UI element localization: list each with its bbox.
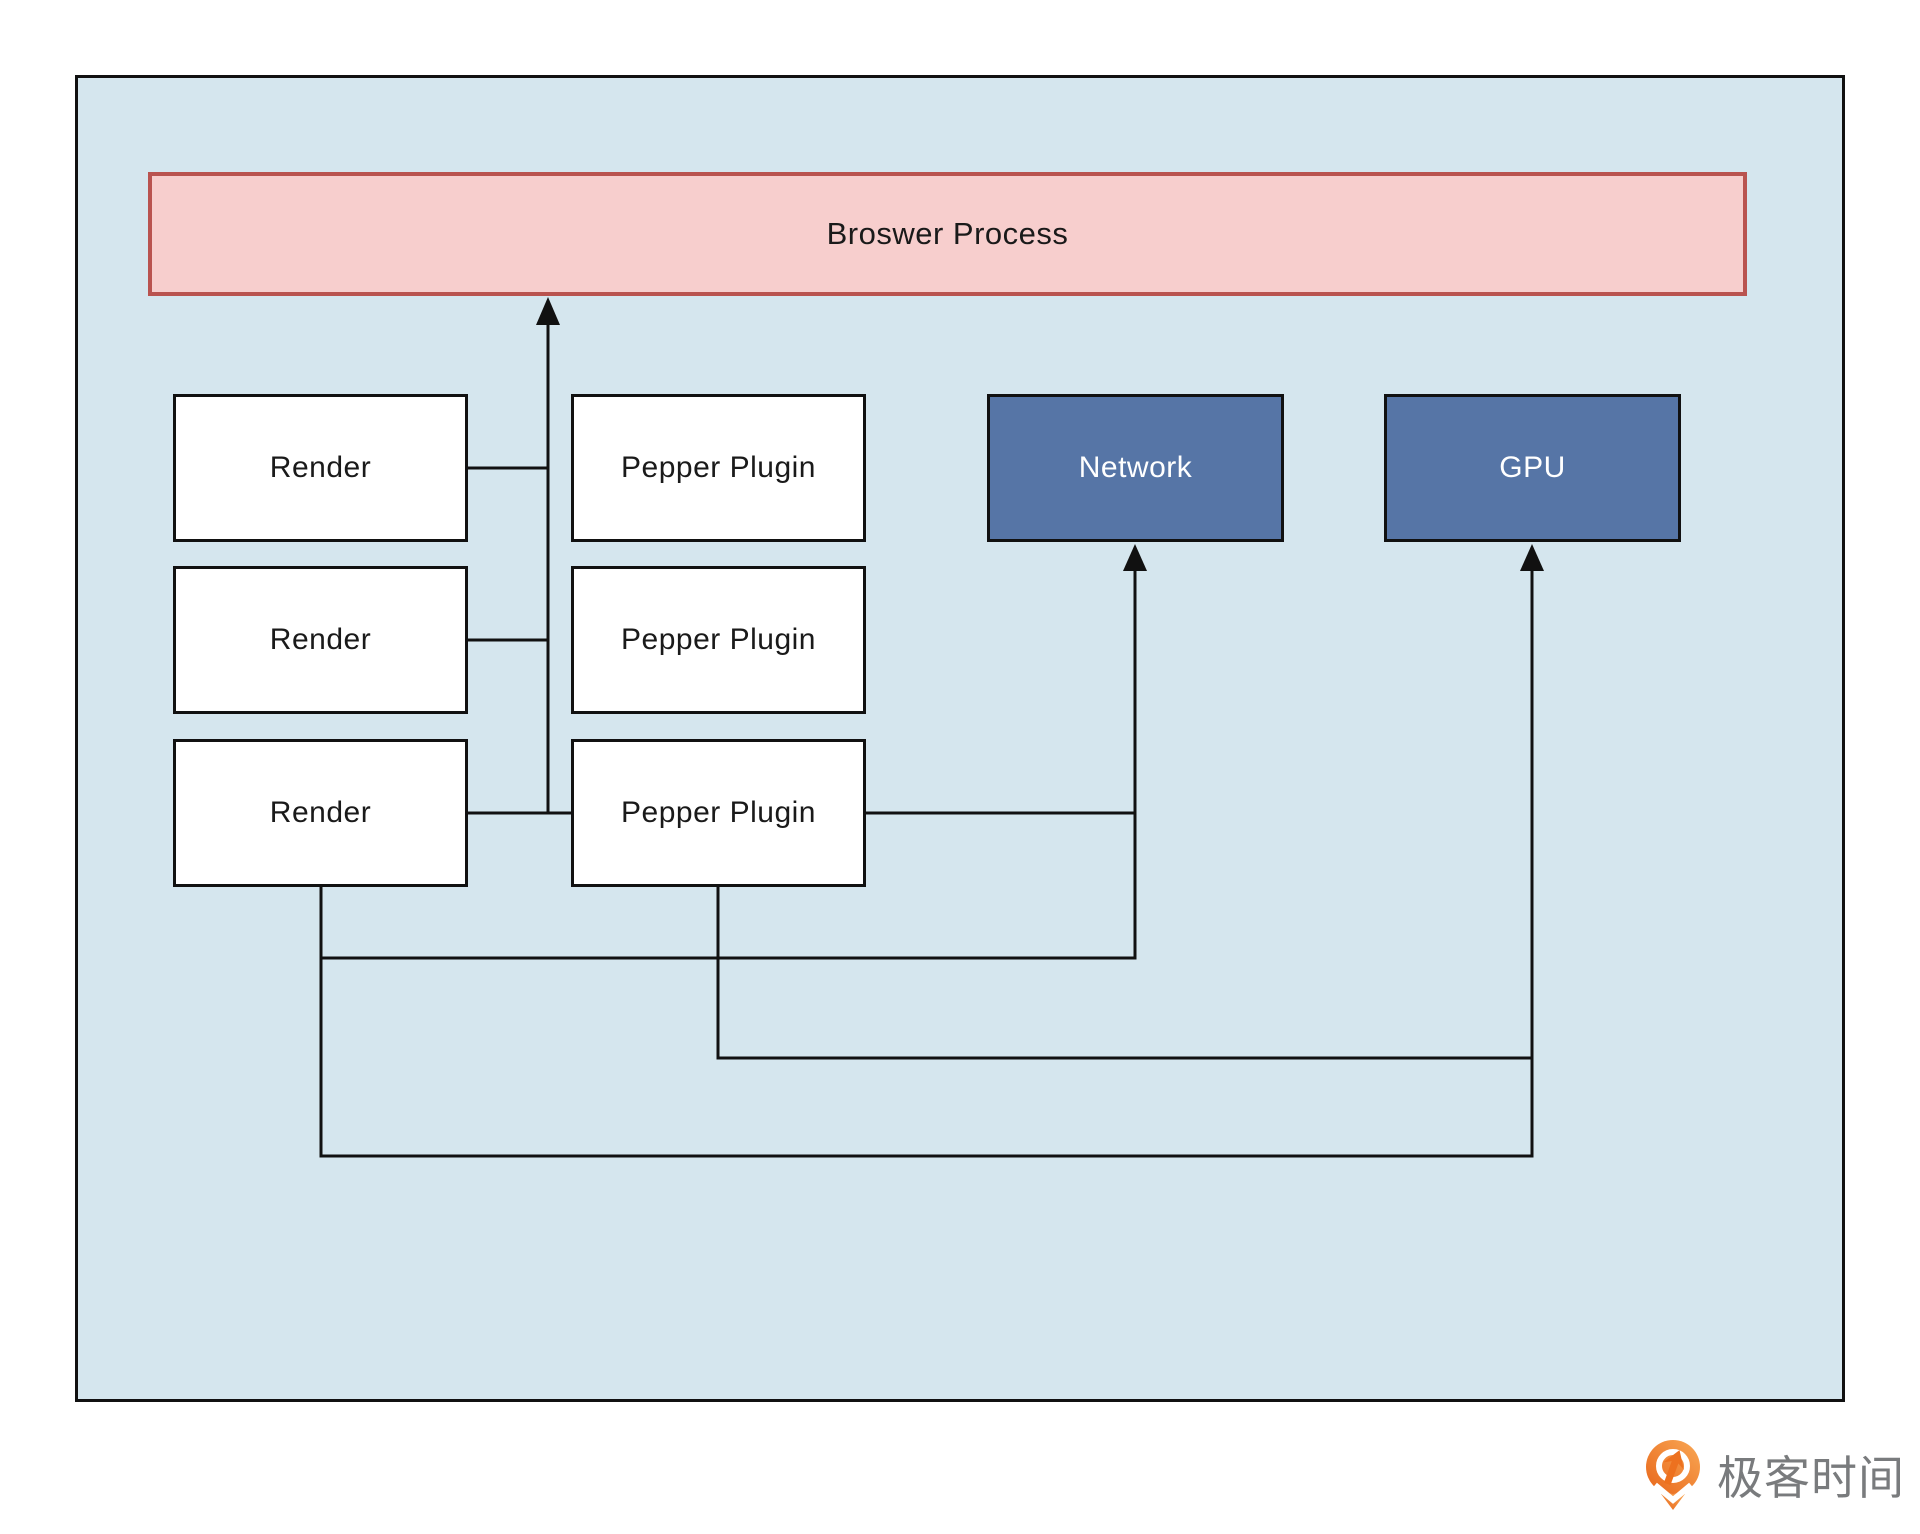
- network-label: Network: [1078, 451, 1193, 484]
- geektime-pin-icon: [1646, 1440, 1700, 1510]
- render-box-1: Render: [173, 394, 468, 542]
- diagram-canvas: [75, 75, 1845, 1402]
- pepper-plugin-label-1: Pepper Plugin: [621, 451, 816, 484]
- pepper-plugin-box-1: Pepper Plugin: [571, 394, 866, 542]
- render-label-1: Render: [269, 451, 372, 484]
- browser-process-label: Broswer Process: [826, 216, 1069, 251]
- pepper-plugin-label-2: Pepper Plugin: [621, 623, 816, 656]
- browser-process-box: Broswer Process: [148, 172, 1747, 296]
- brand-watermark: 极客时间: [1643, 1436, 1905, 1514]
- gpu-label: GPU: [1499, 451, 1566, 484]
- render-box-2: Render: [173, 566, 468, 714]
- pepper-plugin-box-2: Pepper Plugin: [571, 566, 866, 714]
- render-label-2: Render: [269, 623, 372, 656]
- pepper-plugin-box-3: Pepper Plugin: [571, 739, 866, 887]
- pepper-plugin-label-3: Pepper Plugin: [621, 796, 816, 829]
- gpu-box: GPU: [1384, 394, 1681, 542]
- brand-text: 极客时间: [1717, 1452, 1905, 1504]
- render-label-3: Render: [269, 796, 372, 829]
- network-box: Network: [987, 394, 1284, 542]
- render-box-3: Render: [173, 739, 468, 887]
